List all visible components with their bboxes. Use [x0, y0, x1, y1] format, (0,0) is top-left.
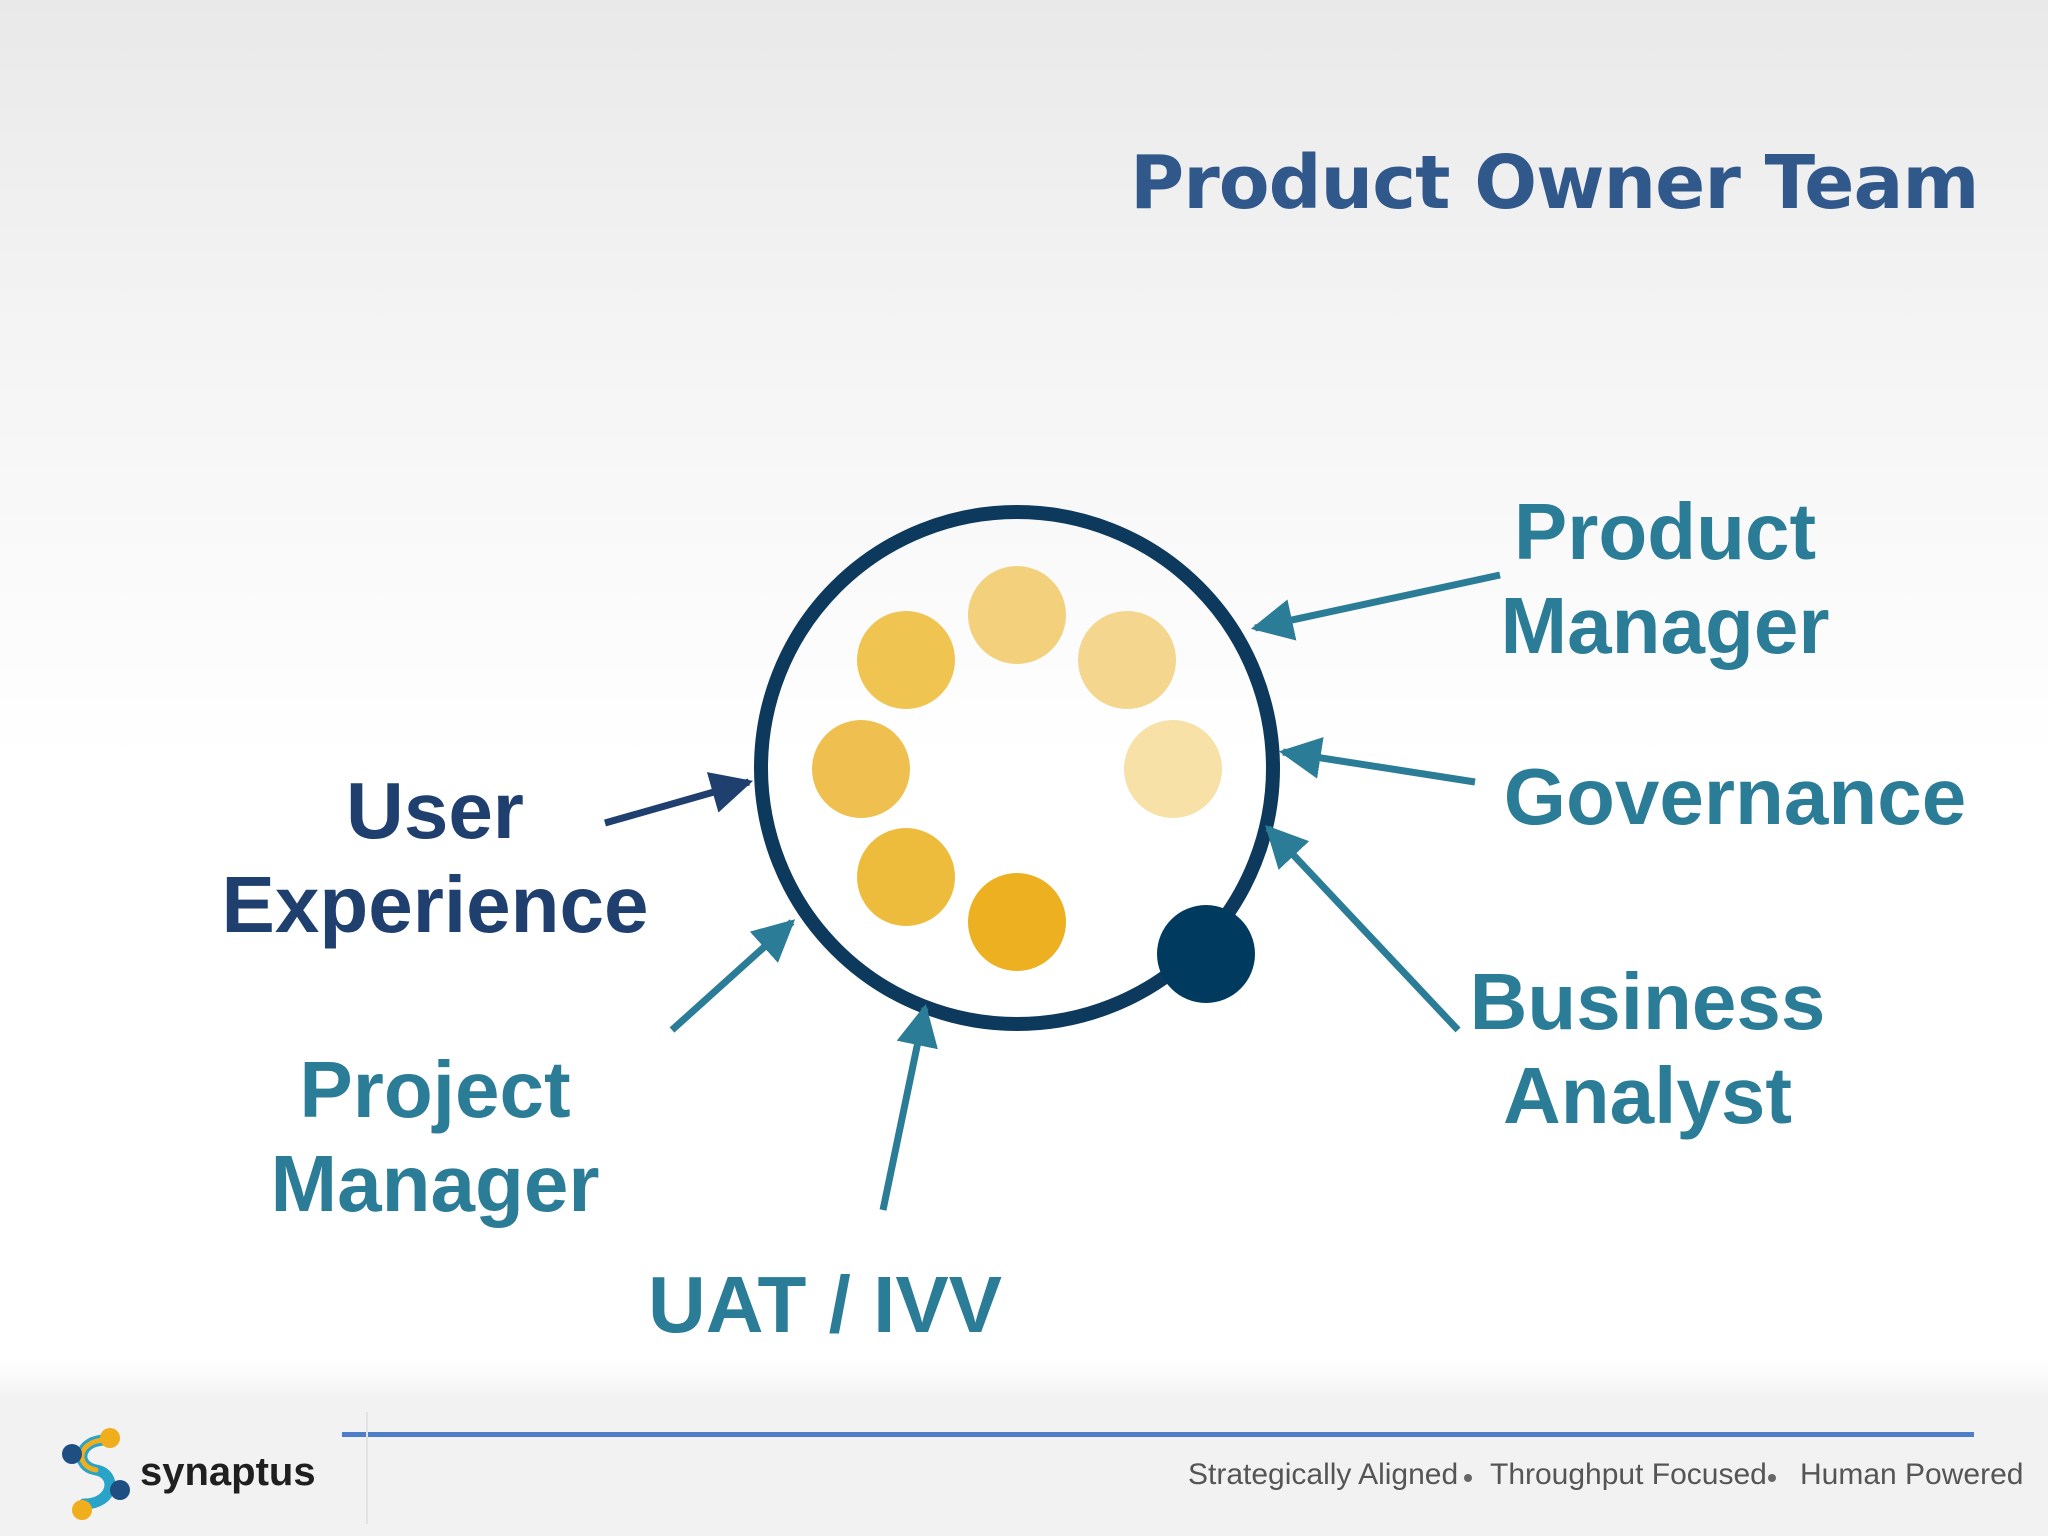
tagline-strategically-aligned: Strategically Aligned [1188, 1458, 1459, 1491]
team-member-dot [1124, 720, 1222, 818]
tagline-separator [1464, 1474, 1472, 1482]
team-member-dot [1078, 611, 1176, 709]
tagline-separator [1768, 1474, 1776, 1482]
arrow-uat-ivv [879, 1003, 938, 1211]
product-owner-dot [1157, 905, 1255, 1003]
arrow-user-experience [604, 772, 754, 827]
team-ring [754, 505, 1280, 1031]
slide-title: Product Owner Team [1130, 140, 1980, 226]
footer-rule [342, 1432, 1974, 1437]
arrow-business-analyst [1265, 824, 1461, 1033]
team-member-dot [812, 720, 910, 818]
brand-name: synaptus [140, 1450, 316, 1494]
label-user-experience: User Experience [221, 766, 649, 949]
label-product-manager: Product Manager [1500, 487, 1830, 670]
label-uat-ivv: UAT / IVV [647, 1260, 1003, 1349]
synaptus-logo-icon [62, 1428, 130, 1520]
arrow-governance [1278, 737, 1476, 786]
team-member-dot [968, 873, 1066, 971]
team-member-dot [857, 611, 955, 709]
team-member-dot [968, 566, 1066, 664]
arrow-product-manager [1250, 571, 1501, 641]
tagline-human-powered: Human Powered [1800, 1458, 2024, 1491]
tagline-throughput-focused: Throughput Focused [1490, 1458, 1767, 1491]
label-project-manager: Project Manager [270, 1045, 600, 1228]
label-governance: Governance [1503, 752, 1967, 841]
footer-divider [366, 1412, 368, 1524]
team-member-dot [857, 828, 955, 926]
arrow-project-manager [669, 919, 796, 1033]
label-business-analyst: Business Analyst [1469, 957, 1826, 1140]
